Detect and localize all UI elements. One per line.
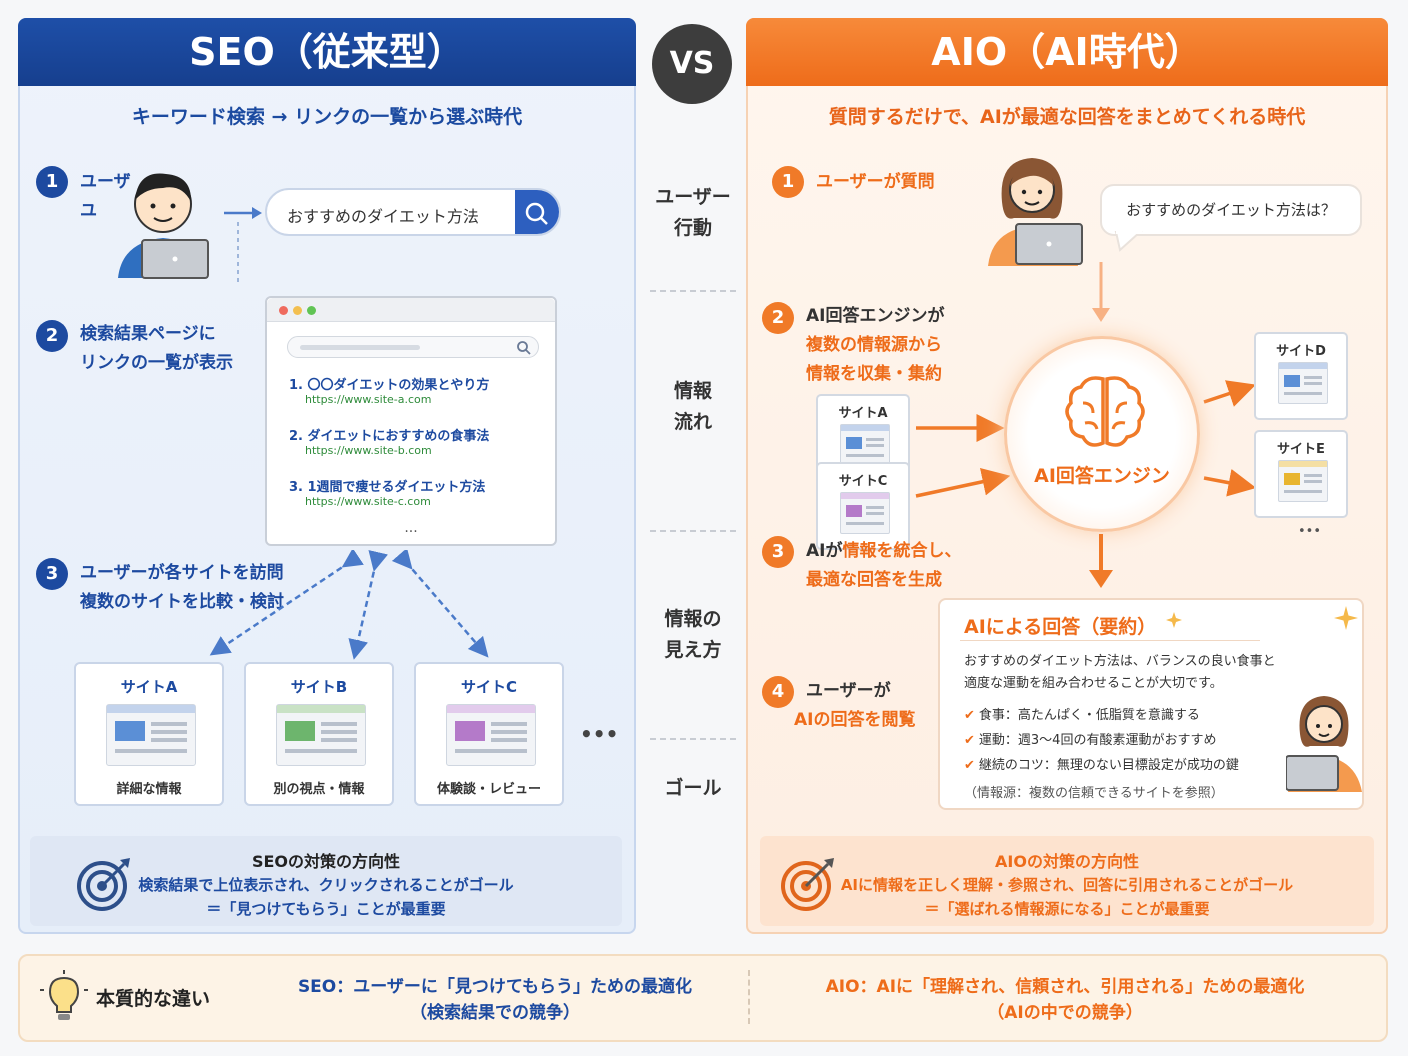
- webpage-icon: [446, 704, 536, 766]
- maximize-dot-icon: [307, 306, 316, 315]
- aio-step4-text: ユーザーが AIの回答を閲覧: [794, 681, 916, 730]
- male-user-laptop-icon: [118, 173, 209, 279]
- flow-arrow-down: [1092, 262, 1110, 322]
- aio-summary: AIO：AIに「理解され、信頼され、引用される」ための最適化（AIの中での競争）: [825, 977, 1305, 1023]
- sites-more: •••: [580, 722, 619, 746]
- results-more: ...: [404, 520, 418, 536]
- search-button[interactable]: [515, 190, 559, 234]
- mid-separator: [650, 530, 736, 532]
- aio-output-site-d[interactable]: サイトD: [1254, 332, 1348, 420]
- seo-step3-number: 3: [36, 558, 68, 590]
- site-card-b[interactable]: サイトB 別の視点・情報: [244, 662, 394, 806]
- result-title[interactable]: 3. 1週間で痩せるダイエット方法: [289, 480, 486, 495]
- mid-label-info-view: 情報の見え方: [664, 608, 722, 661]
- seo-step2-number: 2: [36, 320, 68, 352]
- check-icon: ✔: [964, 733, 975, 748]
- result-url[interactable]: https://www.site-c.com: [305, 495, 431, 508]
- aio-step2-number: 2: [762, 302, 794, 334]
- aio-source-site-c[interactable]: サイトC: [816, 462, 910, 550]
- results-search-bar[interactable]: [287, 336, 539, 358]
- result-title[interactable]: 1. 〇〇ダイエットの効果とやり方: [289, 378, 490, 393]
- webpage-icon: [1278, 362, 1328, 404]
- vs-badge: VS: [652, 24, 732, 104]
- check-icon: ✔: [964, 708, 975, 723]
- mid-separator: [650, 290, 736, 292]
- mid-label-user-action: ユーザー行動: [655, 186, 731, 239]
- aio-step1-number: 1: [772, 166, 804, 198]
- answer-title: AIによる回答（要約）: [964, 616, 1157, 638]
- search-icon: [517, 341, 531, 355]
- search-box[interactable]: おすすめのダイエット方法: [265, 188, 561, 236]
- seo-step1-number: 1: [36, 166, 68, 198]
- outputs-more: •••: [1298, 524, 1322, 539]
- aio-step4-number: 4: [762, 676, 794, 708]
- close-dot-icon: [279, 306, 288, 315]
- aio-step3-number: 3: [762, 536, 794, 568]
- lightbulb-icon: [40, 970, 88, 1020]
- aio-subtitle: 質問するだけで、AIが最適な回答をまとめてくれる時代: [828, 106, 1306, 128]
- seo-goal-box: SEOの対策の方向性 検索結果で上位表示され、クリックされることがゴール ＝「見…: [30, 836, 622, 926]
- summary-divider: [748, 970, 750, 1024]
- search-icon: [525, 202, 548, 225]
- webpage-icon: [1278, 460, 1328, 502]
- result-url[interactable]: https://www.site-a.com: [305, 393, 432, 406]
- aio-header: AIO（AI時代）: [746, 18, 1388, 86]
- webpage-icon: [840, 492, 890, 534]
- mid-label-info-flow: 情報流れ: [673, 380, 712, 433]
- bubble-tail: [1114, 230, 1143, 252]
- browser-titlebar: [267, 298, 555, 322]
- ai-answer-engine: AI回答エンジン: [1004, 336, 1200, 532]
- flow-arrow: [224, 207, 262, 282]
- check-icon: ✔: [964, 758, 975, 773]
- mid-separator: [650, 738, 736, 740]
- target-icon: [781, 858, 834, 911]
- mid-label-goal: ゴール: [664, 777, 722, 799]
- target-icon: [77, 858, 130, 911]
- result-title[interactable]: 2. ダイエットにおすすめの食事法: [289, 429, 490, 444]
- seo-step2-text: 検索結果ページにリンクの一覧が表示: [80, 324, 233, 373]
- question-bubble: おすすめのダイエット方法は？: [1100, 184, 1362, 236]
- ai-answer-card: AIによる回答（要約） おすすめのダイエット方法は、バランスの良い食事と 適度な…: [938, 598, 1364, 810]
- webpage-icon: [840, 424, 890, 466]
- site-card-a[interactable]: サイトA 詳細な情報: [74, 662, 224, 806]
- answer-point: ✔食事：高たんぱく・低脂質を意識する: [964, 708, 1200, 723]
- site-card-c[interactable]: サイトC 体験談・レビュー: [414, 662, 564, 806]
- webpage-icon: [276, 704, 366, 766]
- brain-icon: [1065, 376, 1145, 447]
- search-results-window: 1. 〇〇ダイエットの効果とやり方 https://www.site-a.com…: [265, 296, 557, 546]
- seo-summary: SEO：ユーザーに「見つけてもらう」ための最適化（検索結果での競争）: [297, 977, 693, 1023]
- key-difference-box: [18, 954, 1388, 1042]
- female-user-laptop-icon: [1286, 696, 1362, 792]
- key-difference-title: 本質的な違い: [96, 988, 211, 1010]
- seo-subtitle: キーワード検索 → リンクの一覧から選ぶ時代: [131, 106, 523, 128]
- female-user-laptop-icon: [988, 158, 1083, 266]
- answer-source: （情報源：複数の信頼できるサイトを参照）: [964, 786, 1224, 801]
- webpage-icon: [106, 704, 196, 766]
- engine-flow-arrows: [915, 380, 1256, 498]
- aio-output-site-e[interactable]: サイトE: [1254, 430, 1348, 518]
- aio-goal-box: AIOの対策の方向性 AIに情報を正しく理解・参照され、回答に引用されることがゴ…: [760, 836, 1374, 926]
- flow-arrow-down: [1089, 534, 1113, 588]
- sparkle-icon: [1334, 606, 1358, 630]
- aio-step3-text: AIが情報を統合し、 最適な回答を生成: [806, 541, 962, 590]
- result-url[interactable]: https://www.site-b.com: [305, 444, 432, 457]
- minimize-dot-icon: [293, 306, 302, 315]
- answer-point: ✔継続のコツ：無理のない目標設定が成功の鍵: [964, 758, 1239, 773]
- seo-step1-text: ユーザユ: [80, 172, 131, 221]
- aio-step2-text: AI回答エンジンが 複数の情報源から 情報を収集・集約: [806, 306, 945, 384]
- search-query: おすすめのダイエット方法: [287, 207, 479, 226]
- visit-arrows: [209, 550, 489, 660]
- answer-point: ✔運動：週3〜4回の有酸素運動がおすすめ: [964, 733, 1217, 748]
- aio-step1-text: ユーザーが質問: [816, 172, 935, 192]
- sparkle-icon: [1166, 612, 1182, 628]
- seo-header: SEO（従来型）: [18, 18, 636, 86]
